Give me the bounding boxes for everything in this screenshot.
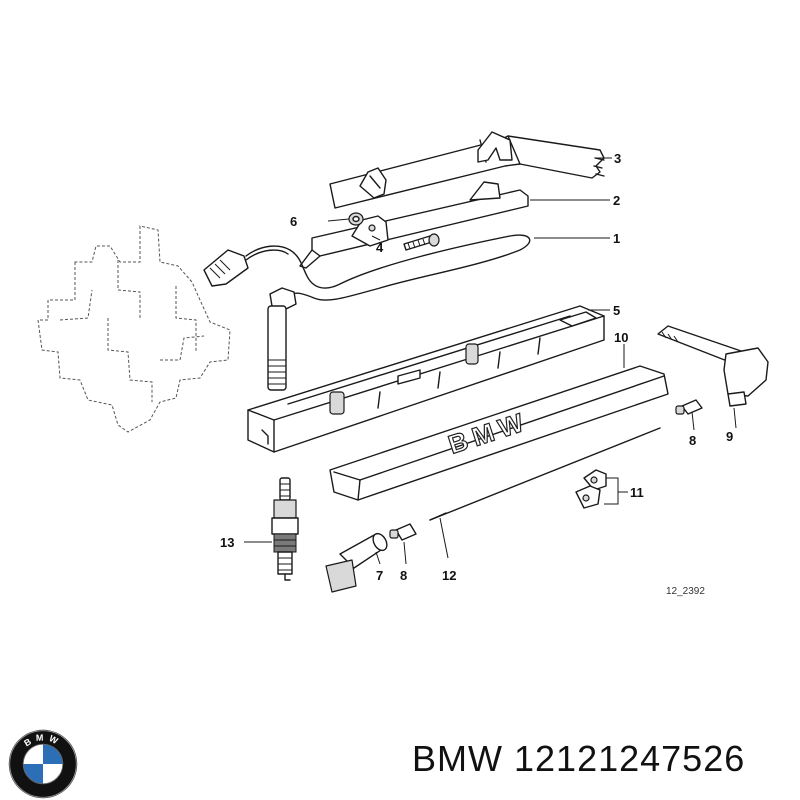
part-9-rod [429,427,661,559]
leader-lines [244,157,737,565]
callout-1: 1 [613,231,620,246]
callout-8-bottom: 8 [400,568,407,583]
callout-6: 6 [290,214,297,229]
part-11-clips [575,469,607,509]
part-1-sensor-cable [203,234,531,391]
part-10-ignition-lead [657,325,769,407]
callout-10: 9 [726,429,733,444]
part-number: 12121247526 [514,738,746,779]
part-7-plug-boot [325,532,388,593]
callout-labels: 3 2 6 4 1 5 10 8 9 11 13 7 8 12 [220,151,733,583]
callout-3: 3 [614,151,621,166]
callout-11: 11 [630,485,644,500]
part-2-bracket [299,181,529,269]
callout-4: 4 [376,240,384,255]
callout-5: 5 [613,303,620,318]
part-number-caption: BMW 12121247526 [412,738,745,780]
brand-name: BMW [412,738,503,779]
callout-12: 10 [614,330,628,345]
part-3-upper-rail [329,131,605,209]
part-5-coil-channel [247,305,605,453]
part-13-spark-plug [271,477,299,581]
part-6-nut [348,212,364,226]
reference-code: 12_2392 [666,586,705,597]
callout-8-right: 8 [689,433,696,448]
callout-7: 7 [376,568,383,583]
part-8-sleeve-bottom [389,523,417,541]
callout-2: 2 [613,193,620,208]
engine-outline [37,225,231,433]
callout-9: 12 [442,568,456,583]
bmw-logo: BMW [8,729,78,799]
callout-13: 13 [220,535,234,550]
part-8-sleeve-right [675,399,703,415]
part-4-bolt [403,233,440,251]
